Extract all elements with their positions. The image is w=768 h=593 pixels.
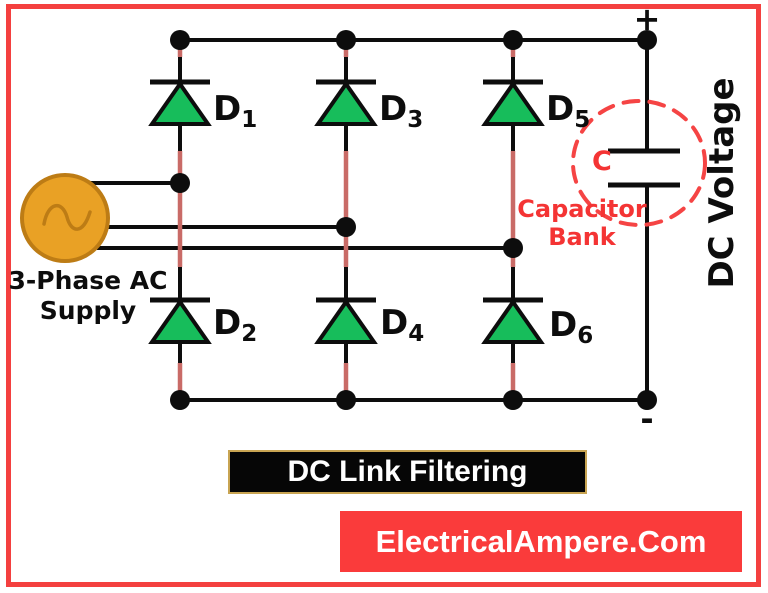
diode-d5-label: D5 [546,89,591,133]
diode-d3-label: D3 [379,89,424,133]
website-banner-text: ElectricalAmpere.Com [375,523,707,559]
diode-d6 [481,297,545,344]
ac-source [20,173,110,263]
diode-d2 [148,297,212,344]
diode-d5 [481,79,545,126]
diode-d2-label: D2 [213,303,258,347]
title-banner: DC Link Filtering [228,450,587,494]
junction-dot [170,390,190,410]
diode-d4-triangle [314,298,378,344]
capacitor-bank-line2: Bank [548,222,616,251]
capacitor-bank-line1: Capacitor [517,195,647,223]
ac-supply-line1: 3-Phase AC [8,266,168,295]
ac-source-circle [20,173,110,263]
diode-d5-triangle [481,80,545,126]
diode-d1 [148,79,212,126]
junction-dot [336,217,356,237]
diode-d4 [314,297,378,344]
diode-d6-label: D6 [549,305,594,349]
junction-dot [336,390,356,410]
junction-dots [170,30,657,410]
ac-supply-line2: Supply [39,295,137,325]
diode-d3 [314,79,378,126]
diode-d1-label: D1 [213,89,258,133]
junction-dot [503,390,523,410]
diode-d2-triangle [148,298,212,344]
junction-dot [336,30,356,50]
website-banner: ElectricalAmpere.Com [340,511,742,572]
junction-dot [637,390,657,410]
junction-dot [637,30,657,50]
diode-d1-triangle [148,80,212,126]
diode-d4-label: D4 [380,303,425,347]
capacitor [571,40,707,400]
ac-supply-label: 3-Phase AC Supply [8,266,168,325]
junction-dot [170,173,190,193]
diode-d6-triangle [481,298,545,344]
capacitor-bank-label: Capacitor Bank [517,195,647,251]
junction-dot [503,238,523,258]
junction-dot [503,30,523,50]
dc-voltage-label: DC Voltage [702,77,742,289]
capacitor-label: C [592,146,612,177]
capacitor-bank-highlight [571,99,707,227]
sine-wave-icon [42,204,92,231]
plus-terminal-label: + [633,0,661,38]
title-banner-text: DC Link Filtering [287,455,528,488]
minus-terminal-label: - [640,400,654,438]
junction-dot [170,30,190,50]
diode-d3-triangle [314,80,378,126]
